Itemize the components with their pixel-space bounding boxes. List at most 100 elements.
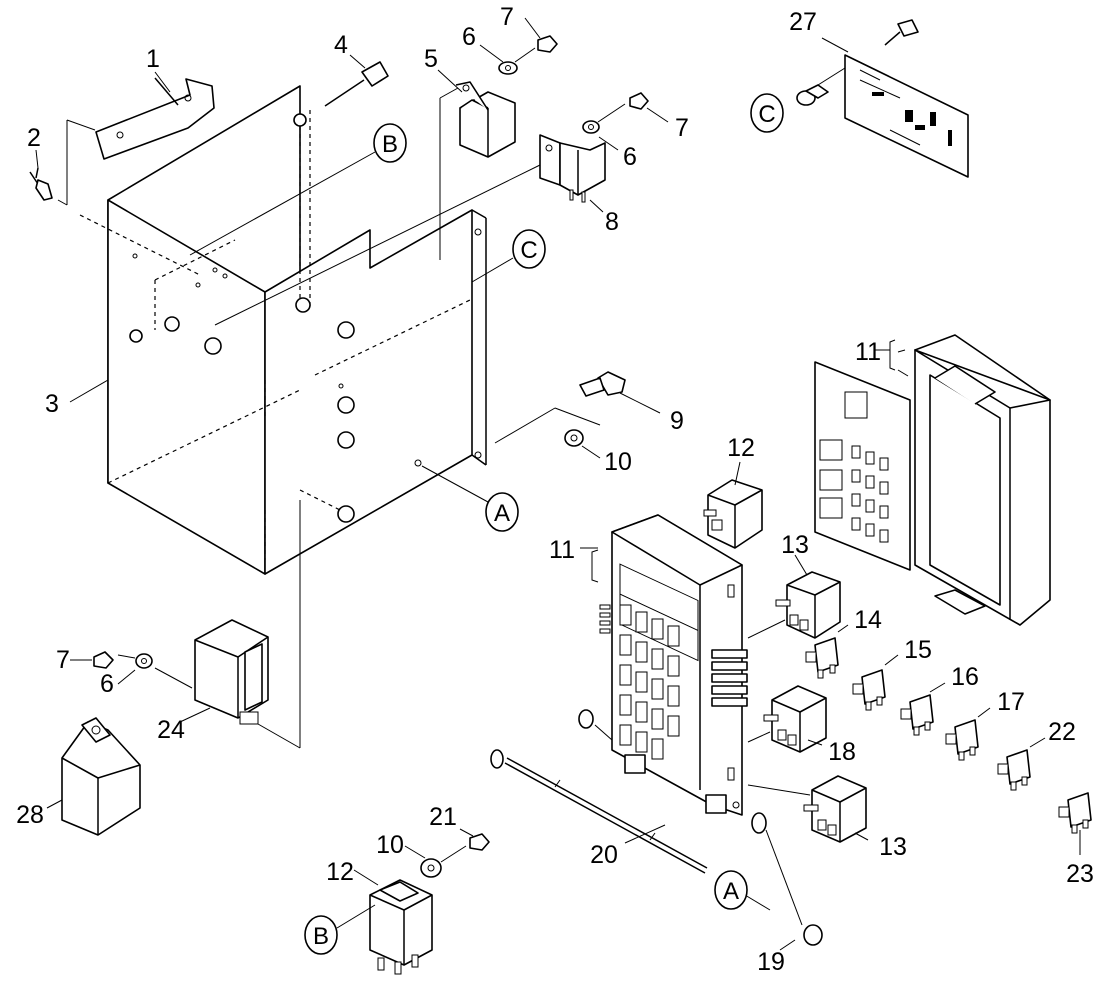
part-number-labels: 1 2 3 4 5 6 7 7 6 8 9 10 12 11 11 13 14 … [16,3,1094,976]
relay-12 [703,479,763,549]
circuit-board [844,54,969,178]
nut-21 [469,833,490,851]
part-number: 24 [157,716,185,744]
washer-6 [135,653,153,669]
mounting-bracket [95,77,215,160]
leader-line [257,723,301,749]
part-number: 9 [670,407,684,435]
part-number: 23 [1066,860,1094,888]
screw-4 [324,61,389,107]
bracket-mark [591,549,599,583]
part-number: 7 [675,114,689,142]
leader-line [594,724,613,741]
part-number: 11 [549,536,575,564]
fuse-box-cover [914,334,1051,626]
fuse-22 [997,749,1031,791]
part-number: 6 [623,143,637,171]
part-number: 11 [855,338,881,366]
e-ring [751,812,767,834]
part-number: 13 [781,531,809,559]
ref-marker-b1: B [373,123,407,163]
fuse-15 [852,669,886,711]
nut-7 [93,651,114,669]
washer-hole [505,65,511,71]
support-rod [504,757,708,874]
bracket-mark [897,349,909,377]
spacer-standoff [796,84,829,106]
part-number: 7 [56,646,70,674]
leader-line [514,47,536,63]
leader-line [494,407,556,444]
fuse-17 [945,719,979,761]
leader-line [336,904,376,929]
part-number: 13 [879,833,907,861]
leader-line [747,731,771,743]
part-number: 10 [604,448,632,476]
relay-13 [775,571,841,639]
fuse-slots [851,445,889,543]
e-ring [578,709,594,729]
marker-letter: C [758,101,775,128]
part-number: 6 [462,23,476,51]
washer-10 [420,858,442,878]
e-ring [490,749,504,769]
part-number: 18 [828,738,856,766]
part-number: 6 [100,670,114,698]
leader-line [439,87,459,99]
leader-line [747,619,786,639]
washer-hole [427,864,435,872]
marker-letter: A [723,878,739,905]
marker-letter: C [520,237,537,264]
relay-8 [539,134,606,203]
part-number: 14 [854,606,882,634]
bracket-mark [889,339,896,371]
part-number: 15 [904,636,932,664]
e-ring-19 [803,924,823,946]
part-number: 8 [605,208,619,236]
ref-marker-a1: A [485,492,519,532]
marker-letter: B [313,923,329,950]
leader-line [214,164,541,326]
screw-27 [884,19,919,46]
leader-line [66,119,96,131]
leader-line [817,67,846,86]
ref-marker-a2: A [714,870,748,910]
leader-line [744,894,771,911]
leader-line [471,257,514,283]
part-number: 17 [997,688,1025,716]
washer-hole [570,434,578,442]
washer-6 [498,61,518,75]
ref-marker-c2: C [750,93,784,133]
part-number: 20 [590,841,618,869]
part-number: 7 [500,3,514,31]
part-number: 5 [424,45,438,73]
relay-sockets [619,604,680,760]
part-number: 12 [727,434,755,462]
leader-line [189,151,376,256]
leader-line [57,199,68,206]
fuse-14 [805,637,839,679]
part-number: 21 [429,803,457,831]
part-number: 27 [789,8,817,36]
part-number: 1 [146,45,160,73]
ref-marker-c1: C [512,229,546,269]
leader-line [554,407,601,426]
leader-line [440,845,467,863]
ref-marker-b2: B [304,915,338,955]
leader-line [154,667,193,689]
nut-7 [537,35,558,53]
relay-5 [455,81,516,158]
part-number: 19 [757,948,785,976]
part-number: 3 [45,390,59,418]
leader-line [117,654,136,659]
protective-cover [61,717,141,836]
marker-letter: A [494,500,510,527]
leader-line [597,103,626,123]
fuse-relay-block [599,514,748,816]
part-number: 10 [376,831,404,859]
nut-7 [629,92,649,110]
relay-13-lower [803,775,867,843]
fuse-23 [1058,792,1092,834]
part-number: 22 [1048,718,1076,746]
